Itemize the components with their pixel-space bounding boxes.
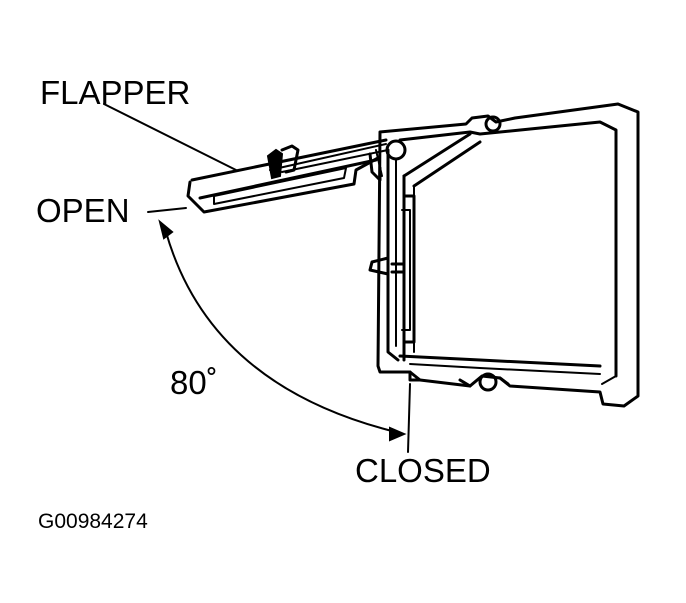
label-angle: 80˚ bbox=[170, 364, 218, 401]
arrowhead-open bbox=[158, 219, 174, 240]
label-closed: CLOSED bbox=[355, 452, 491, 489]
arrowhead-closed bbox=[389, 426, 407, 442]
flapper-arm bbox=[186, 138, 407, 214]
open-reference-line bbox=[147, 207, 187, 213]
housing bbox=[376, 102, 640, 408]
label-flapper: FLAPPER bbox=[40, 74, 190, 111]
label-open: OPEN bbox=[36, 192, 130, 229]
figure-code: G00984274 bbox=[38, 510, 148, 533]
angle-arc bbox=[165, 231, 397, 433]
closed-reference-line bbox=[407, 383, 411, 453]
flapper-gate bbox=[368, 148, 416, 362]
flapper-leader-line bbox=[103, 103, 237, 171]
